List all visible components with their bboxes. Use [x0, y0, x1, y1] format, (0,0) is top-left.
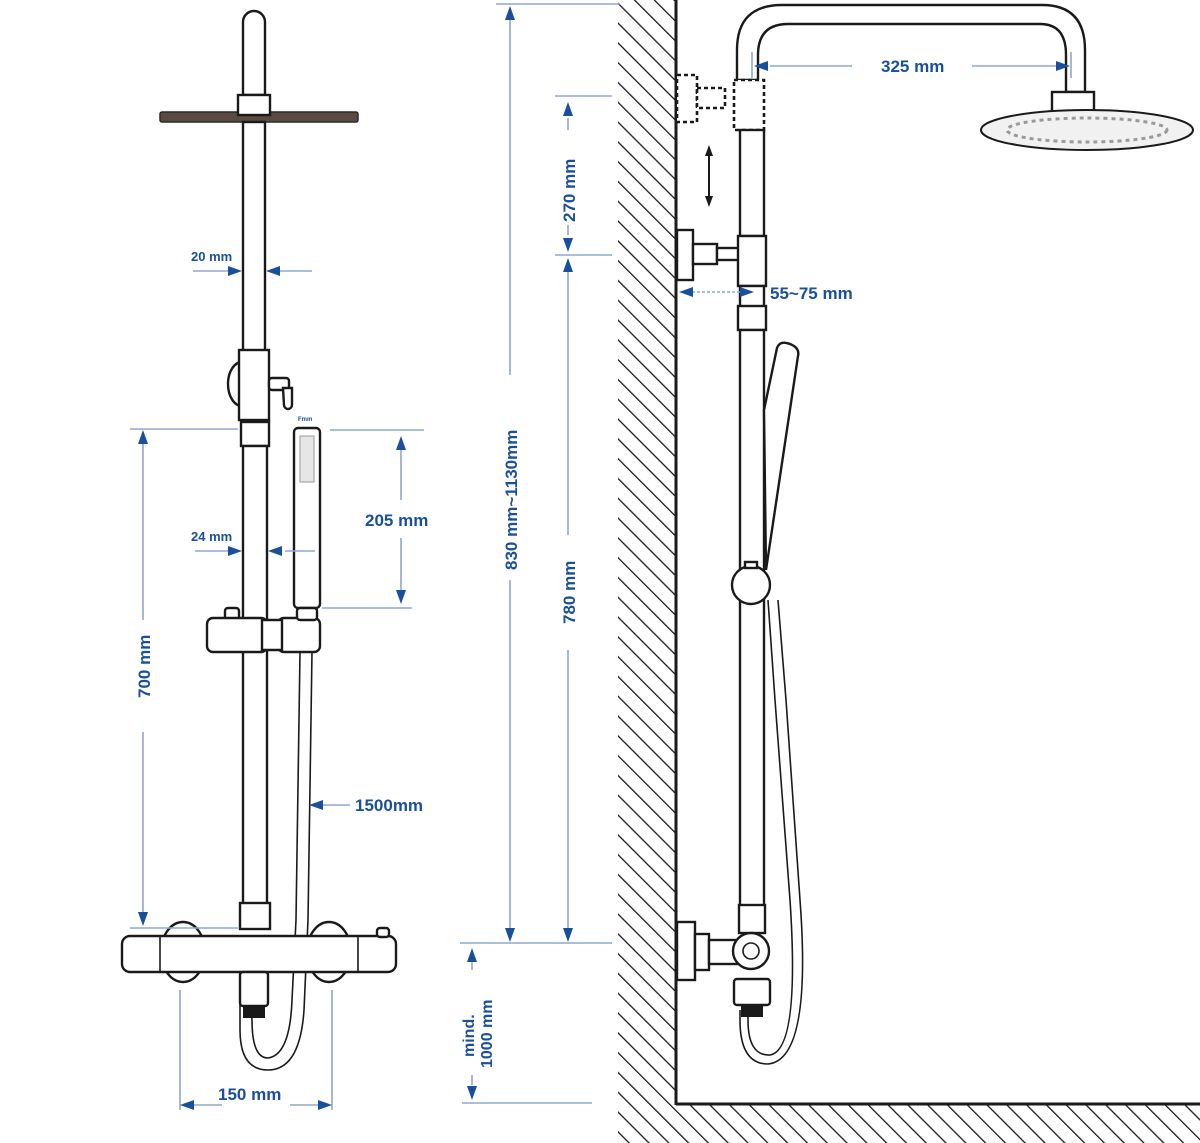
front-view: 20 mm 24 mm Fmm 205 mm	[120, 9, 428, 1110]
lower-valve-nut	[732, 977, 772, 1007]
label-top-adjustment: 270 mm	[560, 159, 579, 222]
side-rail-upper	[738, 128, 766, 238]
lower-rail-top-sleeve	[239, 420, 271, 448]
label-rail-diameter: 20 mm	[191, 249, 232, 264]
side-rail-bottom-sleeve	[737, 903, 767, 935]
side-rail-collar	[736, 304, 768, 332]
dim-min-floor-height: mind. 1000 mm	[461, 948, 592, 1104]
dim-hand-shower-length: 205 mm	[322, 429, 428, 609]
floor-hatch	[676, 1105, 1200, 1143]
side-slider-knob-top	[743, 560, 759, 570]
upper-bracket-arm	[695, 86, 727, 110]
shower-head-nozzles	[1005, 116, 1169, 144]
hand-shower-spray-face	[299, 435, 315, 483]
dim-top-adjustment: 270 mm	[555, 95, 612, 256]
label-valve-spacing: 150 mm	[218, 1085, 281, 1104]
side-hose	[747, 599, 794, 1056]
shower-head	[980, 109, 1194, 151]
hose-inner	[239, 651, 313, 1071]
mid-bracket-arm	[691, 242, 719, 266]
label-wall-distance: 55~75 mm	[770, 284, 853, 303]
dim-hose-length: 1500mm	[309, 796, 423, 815]
mid-bracket-sleeve	[736, 234, 768, 288]
thermostat-bar	[120, 934, 398, 974]
thermostat-safety-button	[375, 926, 391, 939]
label-hand-shower-top-note: Fmm	[298, 417, 312, 423]
label-arm-length: 325 mm	[881, 57, 944, 76]
lower-rail-bottom-sleeve	[238, 901, 272, 931]
label-min-floor-height-line1: mind.	[461, 1014, 478, 1057]
slider-holder-bridge	[260, 618, 284, 652]
hose	[249, 651, 301, 1059]
outlet-thread	[243, 1006, 265, 1018]
lower-valve-center	[742, 942, 760, 960]
dim-arm-length: 325 mm	[751, 52, 1072, 78]
overhead-shower-connector	[236, 93, 272, 117]
label-hand-shower-width: 24 mm	[191, 529, 232, 544]
wall-hatch	[618, 0, 676, 1143]
dim-wall-distance: 55~75 mm	[679, 284, 853, 303]
side-slider-knob	[730, 564, 772, 606]
shower-arm	[735, 3, 1087, 94]
label-hand-shower-length: 205 mm	[365, 511, 428, 530]
dim-rail-diameter: 20 mm	[191, 249, 312, 276]
upper-bracket-wall-plate	[675, 73, 699, 124]
side-view: 325 mm 55~75 mm 830 mm~1130mm 270 mm	[460, 0, 1200, 1143]
mid-bracket-arm-tip	[715, 246, 741, 262]
dim-total-height: 830 mm~1130mm	[496, 3, 620, 942]
side-hose-inner	[739, 599, 804, 1065]
upper-rail	[241, 120, 267, 356]
label-hose-length: 1500mm	[355, 796, 423, 815]
lower-wall-plate	[675, 920, 697, 982]
label-rail-height: 700 mm	[135, 635, 154, 698]
dim-lower-rail: 780 mm	[460, 258, 612, 944]
rail-top-cap	[241, 9, 267, 97]
side-hand-shower	[762, 341, 800, 571]
adjustment-arrow-icon	[705, 145, 713, 207]
shower-head-neck	[1050, 90, 1096, 114]
outlet-nut	[238, 970, 270, 1008]
diverter-body	[237, 348, 271, 422]
label-min-floor-height-line2: 1000 mm	[479, 1000, 496, 1069]
label-total-height: 830 mm~1130mm	[502, 430, 521, 570]
hand-shower-holder-nub	[295, 606, 319, 622]
dim-rail-height: 700 mm	[130, 428, 238, 929]
slider-holder-left	[205, 616, 269, 654]
diverter-lever-tip	[281, 386, 294, 411]
mid-bracket-wall-plate	[675, 228, 695, 282]
dim-valve-spacing: 150 mm	[179, 990, 333, 1110]
lower-valve-thread	[741, 1005, 763, 1017]
label-lower-rail: 780 mm	[560, 561, 579, 624]
slider-holder-right	[276, 616, 322, 654]
upper-bracket-sleeve	[732, 78, 766, 132]
lower-valve-body	[731, 931, 771, 971]
lower-wall-arm	[693, 932, 711, 972]
lower-rail	[241, 444, 269, 908]
side-rail-lower	[738, 328, 766, 910]
dim-hand-shower-width: 24 mm	[191, 529, 315, 556]
